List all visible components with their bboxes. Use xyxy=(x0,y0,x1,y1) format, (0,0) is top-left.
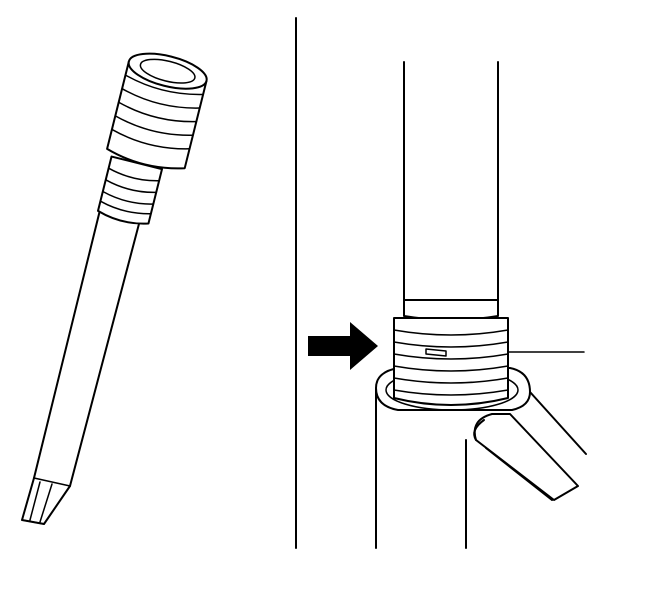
tool-shaft xyxy=(33,209,141,487)
callout-arrow-icon xyxy=(308,322,378,370)
vertical-tube xyxy=(403,61,499,309)
installed-view xyxy=(308,61,587,549)
tool-tip xyxy=(21,477,71,525)
tool-threaded-head xyxy=(106,52,208,170)
threaded-fitting xyxy=(393,299,509,406)
tool-view xyxy=(21,52,208,525)
branch-tube xyxy=(473,391,587,501)
tool-lower-collar xyxy=(96,155,164,225)
